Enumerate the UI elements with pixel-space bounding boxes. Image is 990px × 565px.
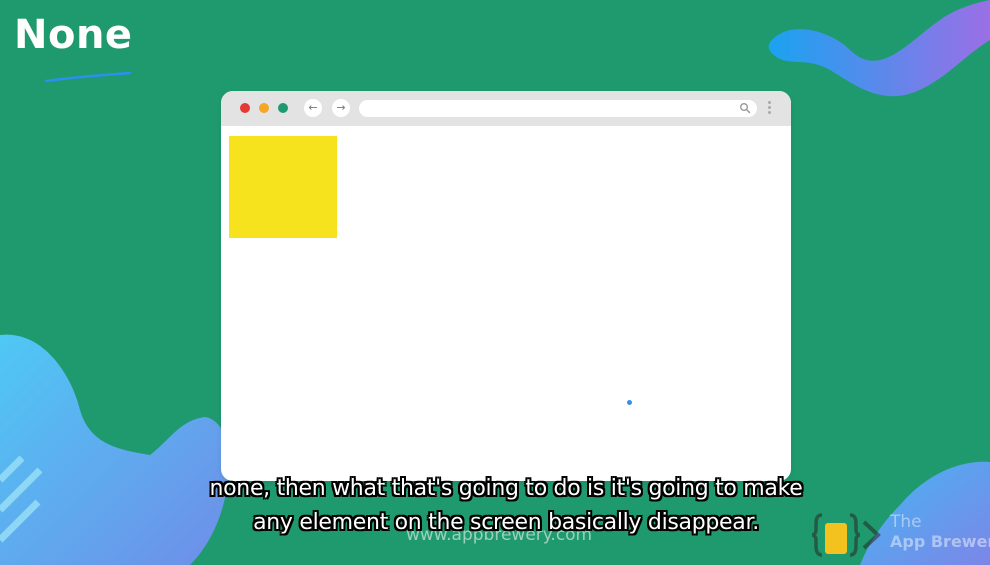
browser-window: ← → [221,91,791,481]
brand-name: The App Brewery [890,512,990,552]
kebab-menu-icon[interactable] [766,99,772,119]
subtitle-caption: none, then what that's going to do is it… [0,472,990,540]
back-arrow-icon[interactable]: ← [304,99,322,117]
title-underline [44,71,132,83]
brand-line-2: App Brewery [890,532,990,551]
forward-arrow-icon[interactable]: → [332,99,350,117]
yellow-box-element [229,136,337,238]
slide-title: None [14,12,133,58]
minimize-window-dot[interactable] [259,103,269,113]
app-brewery-logo-icon [812,513,881,557]
left-bottom-wave [0,334,230,565]
close-window-dot[interactable] [240,103,250,113]
search-icon[interactable] [739,102,751,114]
watermark-url: www.appbrewery.com [406,525,593,545]
right-bottom-wave [860,461,990,565]
subtitle-line-2: any element on the screen basically disa… [253,510,759,535]
address-bar[interactable] [359,100,757,117]
browser-toolbar: ← → [221,91,791,126]
brand-line-1: The [890,512,922,532]
cursor-dot [627,400,632,405]
top-right-wave [768,0,990,97]
subtitle-line-1: none, then what that's going to do is it… [209,476,803,501]
maximize-window-dot[interactable] [278,103,288,113]
